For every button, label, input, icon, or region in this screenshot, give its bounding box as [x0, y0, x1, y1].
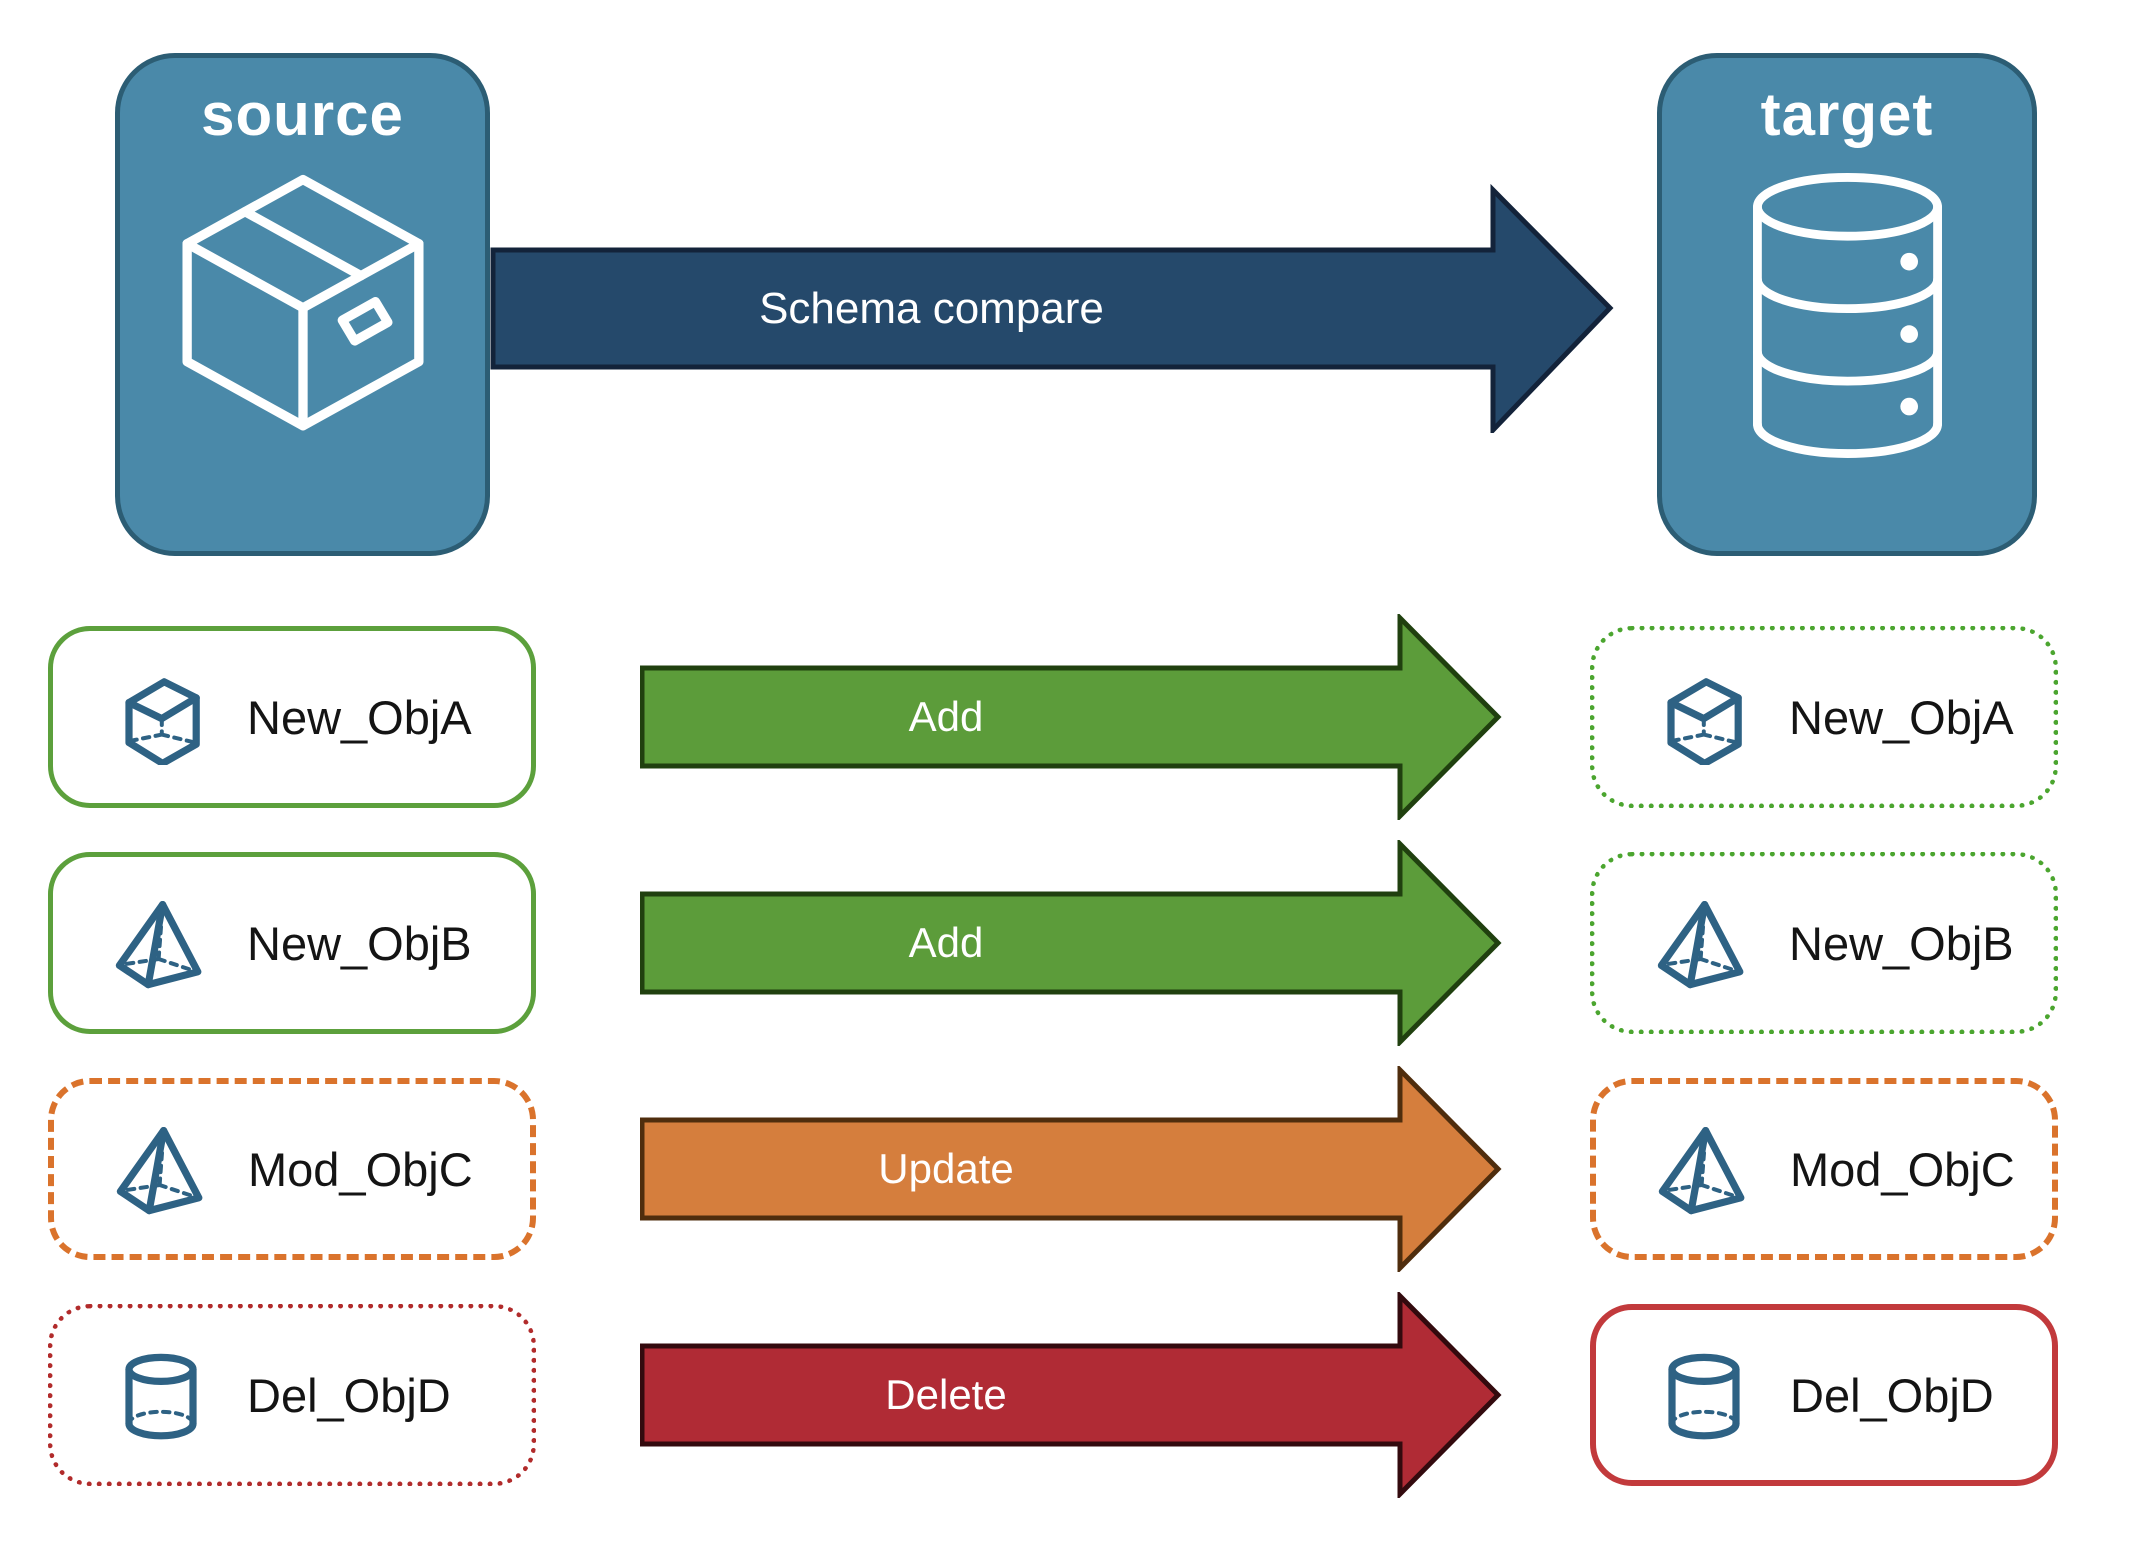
object-label: New_ObjB — [247, 916, 472, 970]
object-label: New_ObjB — [1789, 916, 2014, 970]
source-title: source — [201, 81, 404, 148]
cylinder-icon — [1668, 1353, 1740, 1440]
target-object-mod-objc: Mod_ObjC — [1590, 1078, 2058, 1260]
update-arrow — [640, 1066, 1502, 1272]
object-label: Mod_ObjC — [1790, 1142, 2015, 1196]
source-object-mod-objc: Mod_ObjC — [48, 1078, 536, 1260]
cylinder-icon — [125, 1353, 197, 1440]
target-card: target — [1657, 53, 2037, 556]
source-object-new-objb: New_ObjB — [48, 852, 536, 1034]
source-object-del-objd: Del_ObjD — [48, 1304, 536, 1486]
package-icon — [181, 174, 424, 431]
pyramid-icon — [116, 1127, 203, 1215]
target-object-del-objd: Del_ObjD — [1590, 1304, 2058, 1486]
database-icon — [1752, 173, 1942, 458]
cube-icon — [125, 678, 200, 765]
schema-compare-arrow-label: Schema compare — [759, 283, 1104, 333]
pyramid-icon — [1657, 901, 1744, 989]
add-arrow — [640, 614, 1502, 820]
source-card: source — [115, 53, 490, 556]
object-label: New_ObjA — [247, 690, 472, 744]
target-object-new-obja: New_ObjA — [1590, 626, 2058, 808]
delete-arrow — [640, 1292, 1502, 1498]
object-label: New_ObjA — [1789, 690, 2014, 744]
source-object-new-obja: New_ObjA — [48, 626, 536, 808]
target-object-new-objb: New_ObjB — [1590, 852, 2058, 1034]
object-label: Mod_ObjC — [248, 1142, 473, 1196]
schema-compare-arrow — [490, 183, 1614, 433]
update-arrow-label: Update — [878, 1145, 1014, 1192]
pyramid-icon — [1658, 1127, 1745, 1215]
object-label: Del_ObjD — [1790, 1368, 1994, 1422]
add-arrow — [640, 840, 1502, 1046]
add-arrow-label: Add — [908, 919, 984, 966]
target-title: target — [1760, 81, 1934, 148]
cube-icon — [1667, 678, 1742, 765]
object-label: Del_ObjD — [247, 1368, 451, 1422]
pyramid-icon — [115, 901, 202, 989]
add-arrow-label: Add — [908, 693, 984, 740]
delete-arrow-label: Delete — [885, 1371, 1007, 1418]
